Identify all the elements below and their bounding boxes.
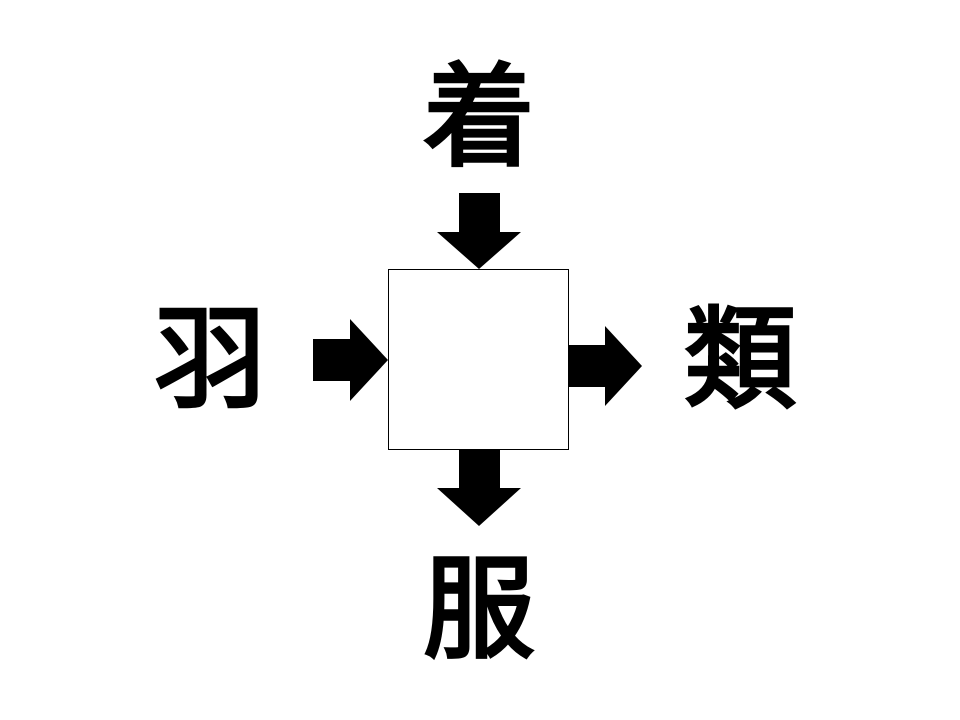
arrow-down-top-icon xyxy=(437,193,521,269)
clue-kanji-left: 羽 xyxy=(154,295,266,425)
clue-kanji-bottom: 服 xyxy=(423,545,535,675)
arrow-right-left-icon xyxy=(313,319,388,401)
clue-kanji-top: 着 xyxy=(423,53,535,183)
arrow-right-right-icon xyxy=(569,326,642,406)
arrow-down-bottom-icon xyxy=(437,450,521,526)
clue-kanji-right: 類 xyxy=(684,295,796,425)
answer-box[interactable] xyxy=(388,269,569,450)
